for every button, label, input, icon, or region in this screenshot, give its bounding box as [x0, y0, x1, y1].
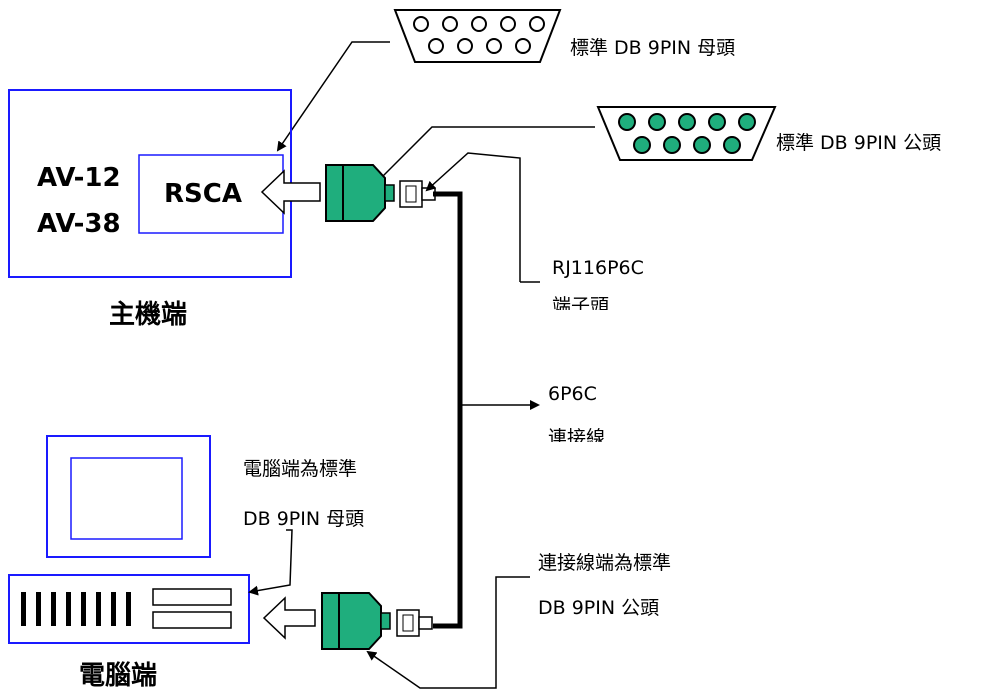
pc-hollow-arrow-icon [262, 596, 316, 640]
green-connector-bottom-icon [321, 592, 391, 650]
rj11-plug-top-icon [399, 180, 436, 208]
db9-female-label: 標準 DB 9PIN 母頭 [570, 37, 736, 59]
db9-male-label: 標準 DB 9PIN 公頭 [776, 132, 942, 154]
conn-pointer-line [366, 576, 530, 689]
pc-case-icon [8, 574, 250, 644]
model-av12-label: AV-12 [37, 163, 121, 193]
6p6c-cable [433, 191, 463, 629]
model-av38-label: AV-38 [37, 209, 121, 239]
rj11-plug-bottom-icon [396, 609, 433, 637]
db9-female-connector-icon [393, 9, 562, 63]
green-connector-top-icon [325, 164, 395, 222]
host-end-label: 主機端 [109, 300, 188, 330]
rj11-pointer-line [425, 152, 521, 282]
pc-spec-label-1: 電腦端為標準 [243, 458, 358, 480]
pc-pointer-line [248, 529, 293, 596]
male-pointer-line [375, 126, 595, 184]
cable-label-line2: 連接線 [548, 428, 606, 442]
host-hollow-arrow-icon [260, 169, 321, 215]
rsca-label: RSCA [164, 179, 242, 209]
pc-end-label: 電腦端 [79, 661, 158, 691]
conn-spec-label-2: DB 9PIN 公頭 [538, 597, 660, 619]
pc-spec-label-2: DB 9PIN 母頭 [243, 509, 365, 529]
db9-male-connector-icon [596, 106, 777, 161]
rj11-label: RJ116P6C [552, 257, 644, 279]
rj11-label-line2: 端子頭 [552, 296, 610, 310]
conn-spec-label-1: 連接線端為標準 [538, 552, 672, 574]
cable-label: 6P6C [548, 383, 597, 405]
monitor-icon [46, 435, 211, 558]
female-pointer-line [276, 41, 390, 152]
